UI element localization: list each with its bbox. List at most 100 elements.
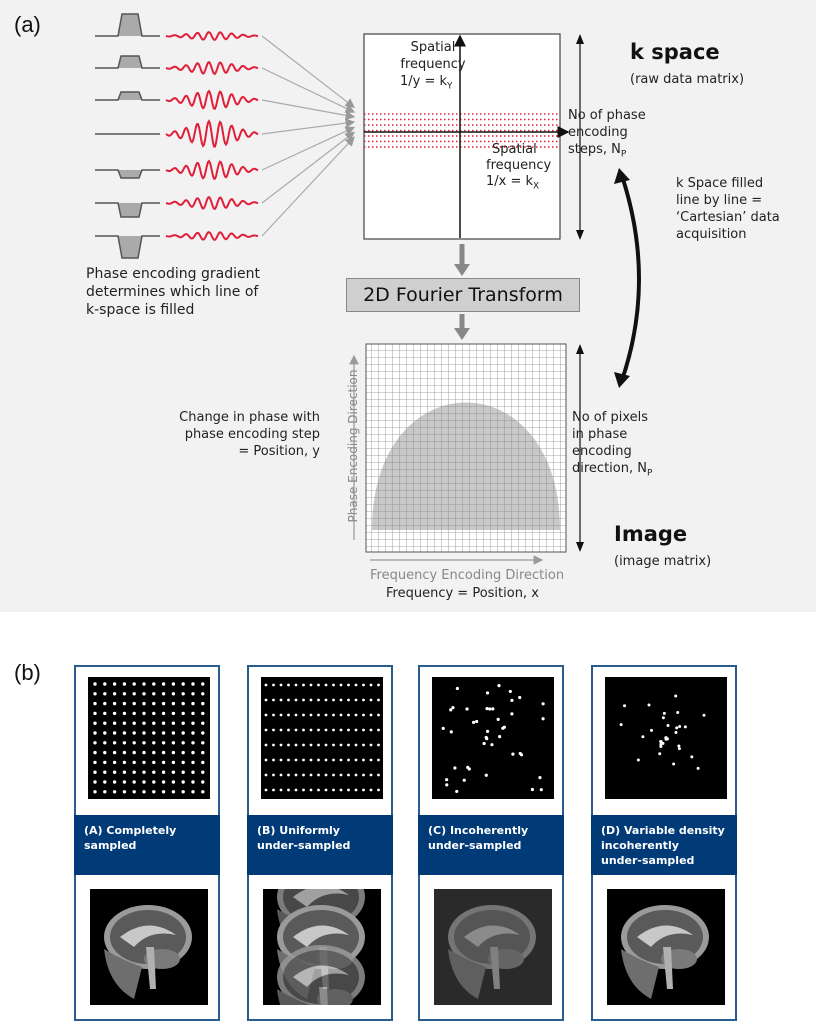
caption-band: (B) Uniformly under-sampled: [247, 815, 393, 875]
sample-point: [332, 743, 335, 747]
sample-point: [279, 698, 283, 702]
sample-point: [339, 713, 343, 717]
sample-point: [279, 683, 283, 687]
sample-point: [683, 725, 687, 729]
sample-point: [369, 698, 373, 702]
sample-point: [317, 743, 320, 747]
sample-point: [485, 691, 490, 695]
sample-point: [171, 741, 176, 745]
sample-point: [122, 731, 127, 735]
caption-line1: (C) Incoherently: [428, 824, 529, 837]
sample-point: [152, 780, 156, 784]
brain-sagittal: [621, 905, 709, 999]
sample-point: [132, 731, 136, 735]
sample-point: [181, 750, 185, 755]
sample-point: [142, 692, 146, 696]
sample-point: [122, 760, 127, 765]
image-title: Image: [614, 522, 688, 546]
sample-point: [339, 758, 343, 762]
sample-point: [369, 788, 373, 792]
sample-point: [672, 762, 676, 766]
gradient-waveforms: [95, 13, 160, 259]
sample-point: [132, 790, 136, 794]
sample-point: [702, 713, 706, 717]
sample-point: [354, 788, 358, 792]
sample-point: [161, 721, 166, 725]
sample-point: [132, 760, 136, 765]
sample-point: [678, 725, 682, 729]
sample-point: [103, 750, 107, 755]
sample-point: [302, 758, 305, 762]
signal-wave: [165, 159, 259, 180]
sample-point: [508, 689, 512, 694]
sample-point: [132, 750, 136, 755]
ky-label-line2: frequency: [400, 57, 466, 72]
sample-point: [161, 701, 166, 706]
sample-point: [518, 751, 522, 756]
sample-point: [161, 731, 166, 735]
sample-point: [191, 721, 195, 725]
sample-point: [309, 698, 313, 702]
sample-point: [264, 743, 268, 747]
sample-point: [317, 773, 320, 777]
kspace-filled-lines: [364, 113, 560, 148]
caption-band: (A) Completely sampled: [74, 815, 220, 875]
sample-point: [279, 713, 283, 717]
sample-point: [502, 725, 506, 729]
sample-point: [279, 728, 283, 732]
sample-point: [339, 698, 343, 702]
sample-point: [332, 713, 335, 717]
sample-point: [287, 773, 290, 777]
signal-wave: [165, 89, 259, 110]
sample-point: [264, 713, 268, 717]
sample-point: [272, 713, 275, 717]
filled-line1: k Space filled: [676, 176, 764, 191]
sample-point: [309, 743, 313, 747]
caption-band: (D) Variable density incoherently under-…: [591, 815, 737, 875]
caption-line2: under-sampled: [257, 839, 351, 852]
sample-point: [324, 788, 328, 792]
sample-point: [302, 728, 305, 732]
sample-point: [287, 743, 290, 747]
sample-point: [455, 789, 459, 794]
sample-point: [152, 701, 156, 706]
sample-point: [142, 780, 146, 784]
signal-wave: [165, 30, 259, 41]
sample-point: [122, 701, 127, 706]
signal-waves: [165, 30, 259, 241]
sample-point: [677, 744, 681, 748]
sample-point: [191, 760, 195, 765]
kspace-pattern: [261, 677, 383, 799]
sample-point: [171, 711, 176, 716]
sample-point: [279, 758, 283, 762]
sample-point: [122, 770, 127, 774]
sample-point: [132, 741, 136, 745]
sample-point: [279, 743, 283, 747]
sample-point: [272, 773, 275, 777]
sample-point: [696, 766, 700, 770]
sample-point: [201, 790, 205, 794]
kspace-pattern: [88, 677, 210, 799]
sample-point: [530, 787, 535, 792]
frequency-position-label: Frequency = Position, x: [386, 586, 539, 601]
sample-point: [377, 728, 380, 732]
sampling-card-a: (A) Completely sampled: [74, 665, 220, 1021]
sample-point: [112, 770, 117, 774]
sample-point: [191, 770, 195, 774]
kspace-subtitle: (raw data matrix): [630, 72, 745, 87]
gradient-arrow: [261, 136, 355, 237]
sample-point: [332, 788, 335, 792]
sample-point: [377, 758, 380, 762]
mri-brain-image: [263, 889, 381, 1005]
filled-line2: line by line =: [676, 193, 763, 208]
sample-point: [475, 719, 479, 724]
sample-point: [152, 760, 156, 765]
sample-point: [122, 711, 127, 716]
curved-double-arrow: [620, 175, 641, 381]
mri-brain-image: [90, 889, 208, 1005]
gradient-arrow: [261, 126, 356, 171]
sample-point: [152, 692, 156, 696]
sample-point: [171, 731, 176, 735]
sample-point: [674, 694, 678, 698]
sample-point: [191, 741, 195, 745]
